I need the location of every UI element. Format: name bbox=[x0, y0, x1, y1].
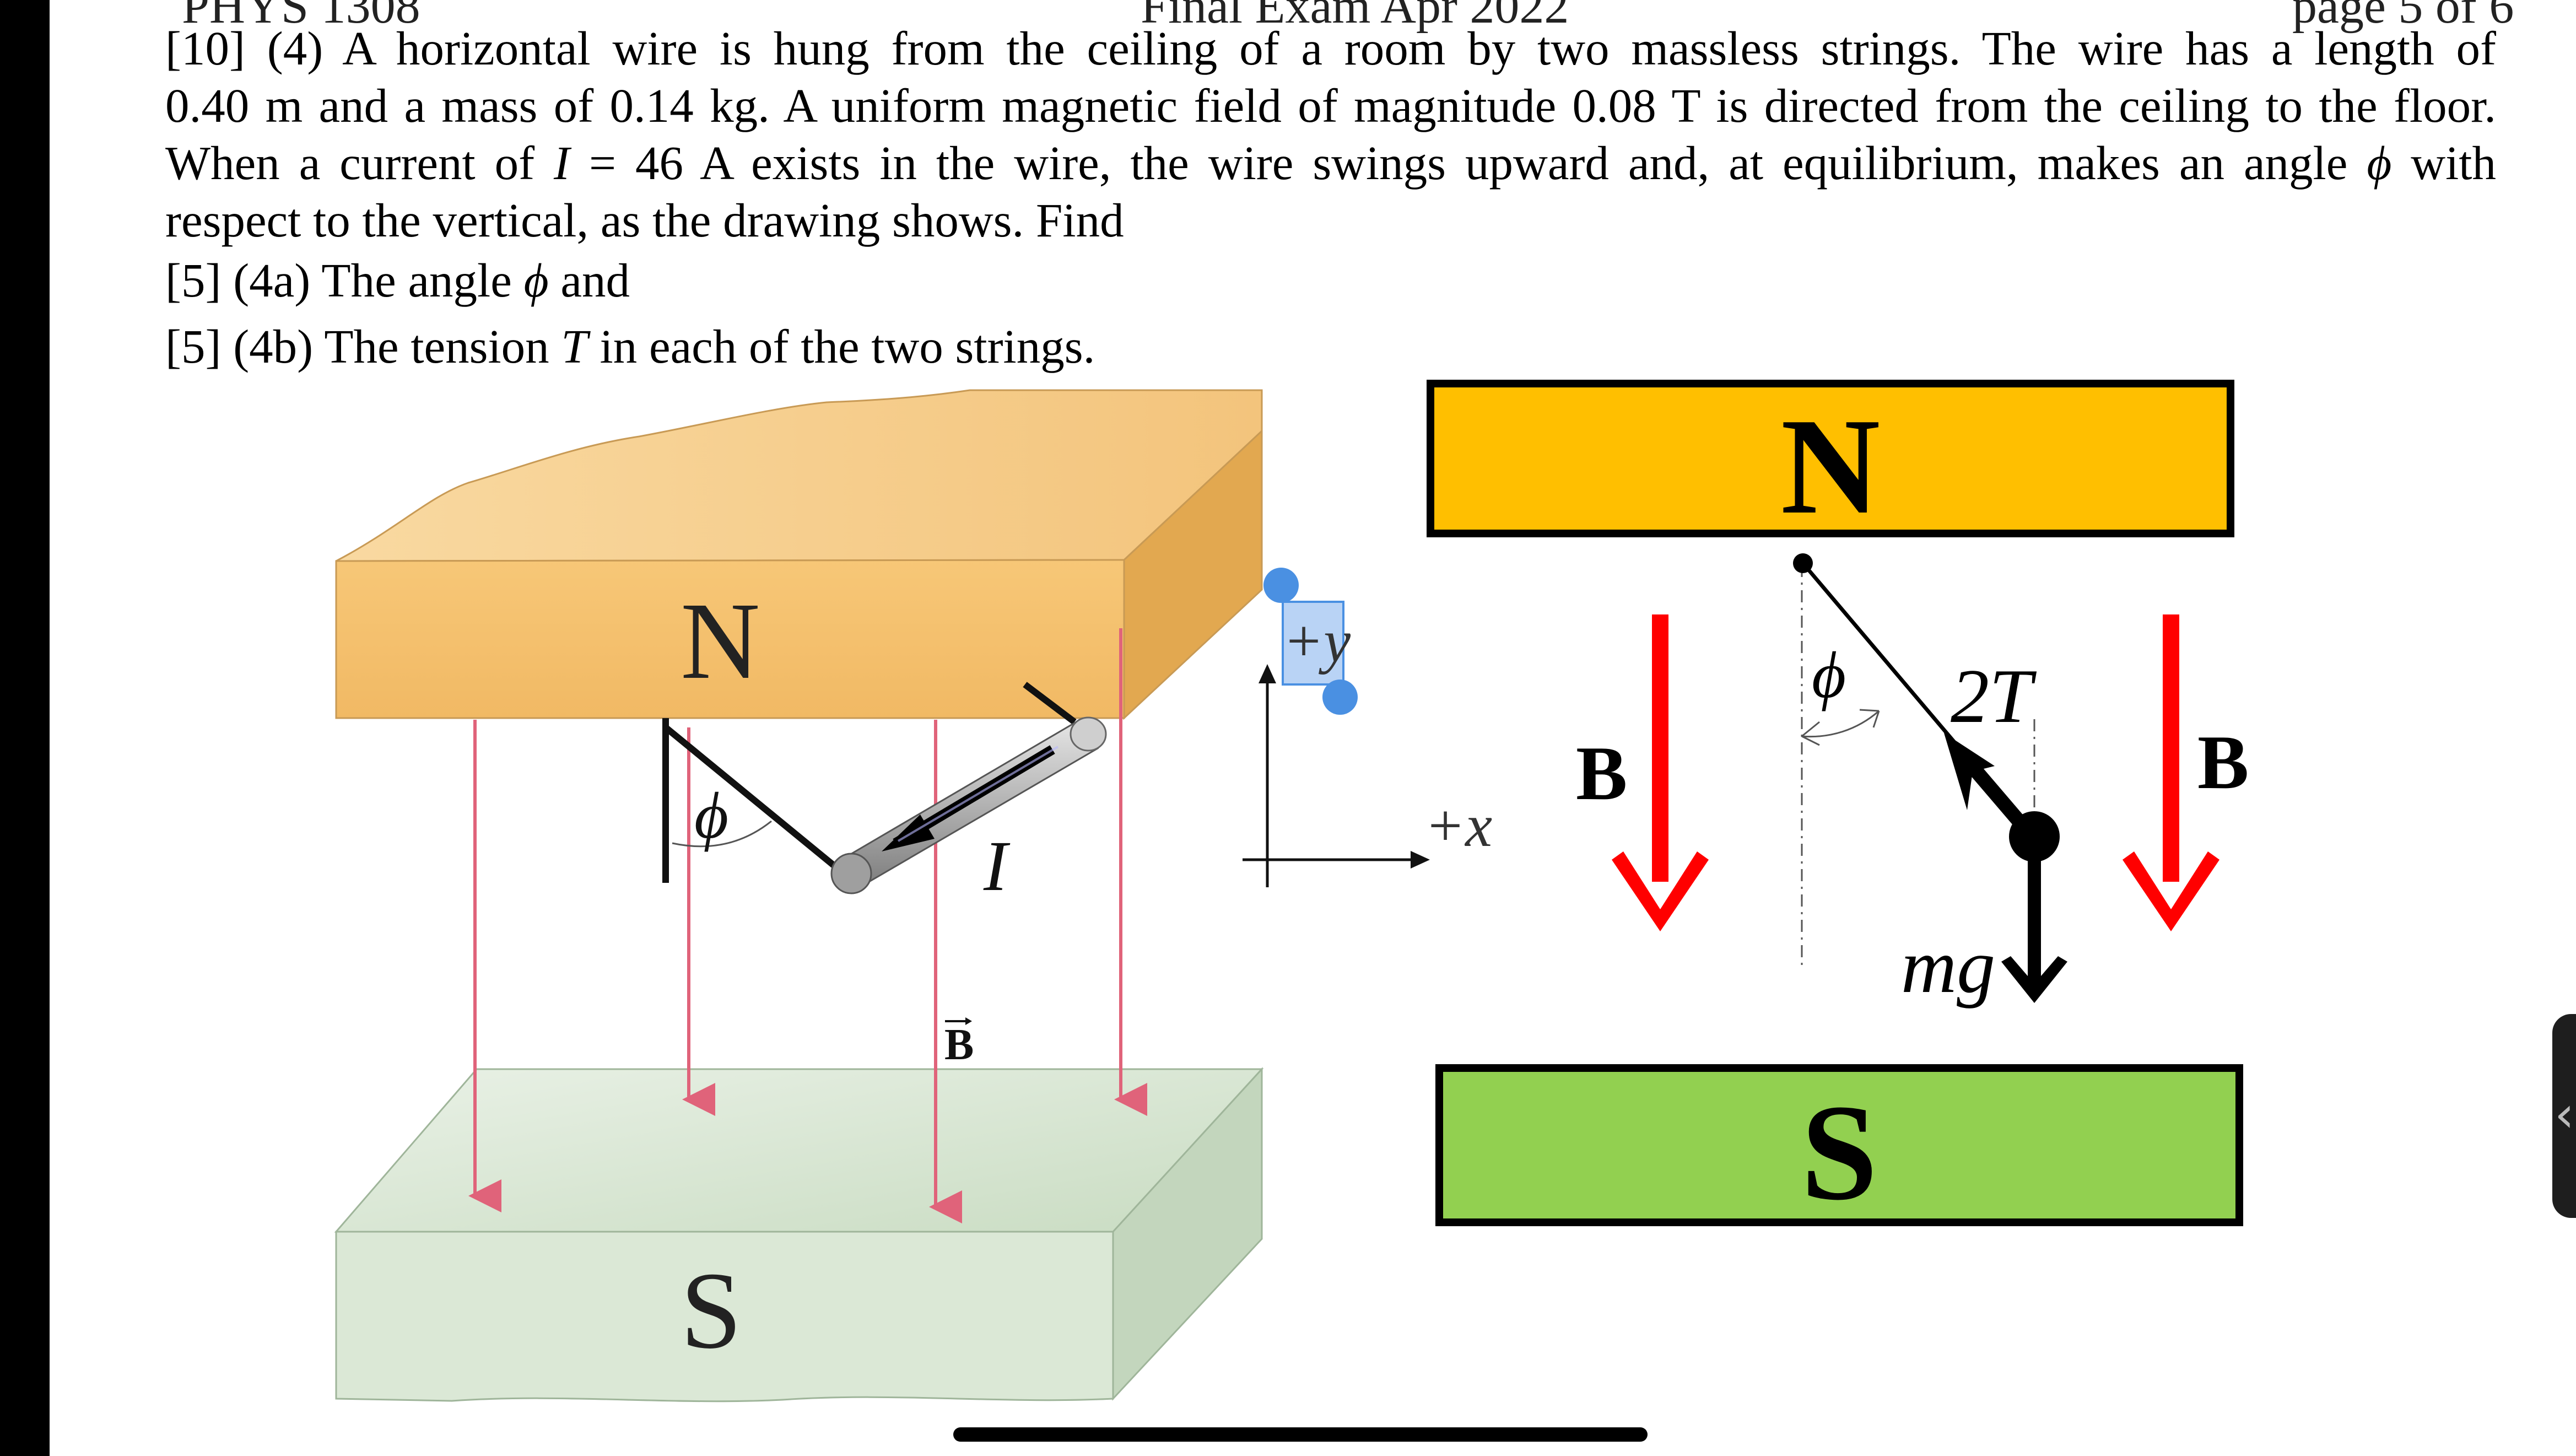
field-lines bbox=[468, 628, 1147, 1223]
chevron-left-icon[interactable]: ‹ bbox=[2555, 1086, 2574, 1144]
home-indicator-bar[interactable] bbox=[953, 1427, 1648, 1442]
svg-text:B: B bbox=[944, 1021, 974, 1069]
south-magnet-block: S bbox=[334, 1067, 1264, 1403]
axis-x-label: +x bbox=[1424, 792, 1492, 859]
free-body-diagram: N S B B ϕ 2T bbox=[1427, 380, 2249, 1229]
pivot-point bbox=[1793, 553, 1813, 573]
field-vector-label: B bbox=[944, 1017, 974, 1069]
part-a: [5] (4a) The angle ϕ and bbox=[165, 254, 630, 307]
magnet-wire-diagram: N S ϕ bbox=[334, 389, 1492, 1403]
north-pole-bar: N bbox=[1427, 380, 2234, 543]
angle-phi-label: ϕ bbox=[1812, 638, 1846, 711]
document-page: PHYS 1308 Final Exam Apr 2022 page 5 of … bbox=[50, 0, 2576, 1456]
problem-line-3: When a current of I = 46 A exists in the… bbox=[165, 136, 2496, 190]
cut-off-page-header: PHYS 1308 Final Exam Apr 2022 page 5 of … bbox=[171, 0, 2540, 34]
field-label-left: B bbox=[1576, 731, 1627, 816]
current-label: I bbox=[983, 827, 1011, 906]
north-label: N bbox=[681, 580, 760, 702]
side-panel-tab[interactable] bbox=[2552, 1014, 2576, 1218]
field-arrow-left: B bbox=[1576, 614, 1709, 931]
north-magnet-block: N bbox=[335, 389, 1263, 720]
angle-arc bbox=[672, 820, 772, 848]
strings bbox=[662, 682, 1077, 883]
south-label: S bbox=[681, 1250, 742, 1372]
weight-label: mg bbox=[1901, 924, 1995, 1009]
axis-y-label: +y bbox=[1283, 607, 1351, 675]
header-page: page 5 of 6 bbox=[2292, 0, 2514, 34]
tension-label: 2T bbox=[1951, 654, 2037, 739]
problem-text: [10] (4) A horizontal wire is hung from … bbox=[165, 20, 2496, 249]
problem-line-1: [10] (4) A horizontal wire is hung from … bbox=[165, 21, 2496, 75]
problem-line-4: respect to the vertical, as the drawing … bbox=[165, 193, 1124, 247]
selection-handle-end[interactable] bbox=[1322, 680, 1358, 715]
selection-handle-start[interactable] bbox=[1263, 568, 1299, 603]
header-exam: Final Exam Apr 2022 bbox=[1141, 0, 1569, 34]
problem-line-2: 0.40 m and a mass of 0.14 kg. A uniform … bbox=[165, 79, 2496, 132]
south-pole-label: S bbox=[1801, 1076, 1877, 1229]
angle-arc bbox=[1801, 710, 1880, 738]
header-course: PHYS 1308 bbox=[182, 0, 420, 34]
north-pole-label: N bbox=[1781, 390, 1881, 543]
south-pole-bar: S bbox=[1435, 1064, 2243, 1229]
text-selection-highlight[interactable] bbox=[1282, 601, 1344, 686]
part-b: [5] (4b) The tension T in each of the tw… bbox=[165, 320, 1095, 373]
field-label-right: B bbox=[2197, 720, 2249, 805]
field-arrow-right: B bbox=[2123, 614, 2249, 931]
angle-phi-label: ϕ bbox=[694, 779, 728, 852]
current-wire-rod bbox=[830, 716, 1107, 894]
coordinate-axes: +y +x bbox=[1243, 568, 1492, 887]
